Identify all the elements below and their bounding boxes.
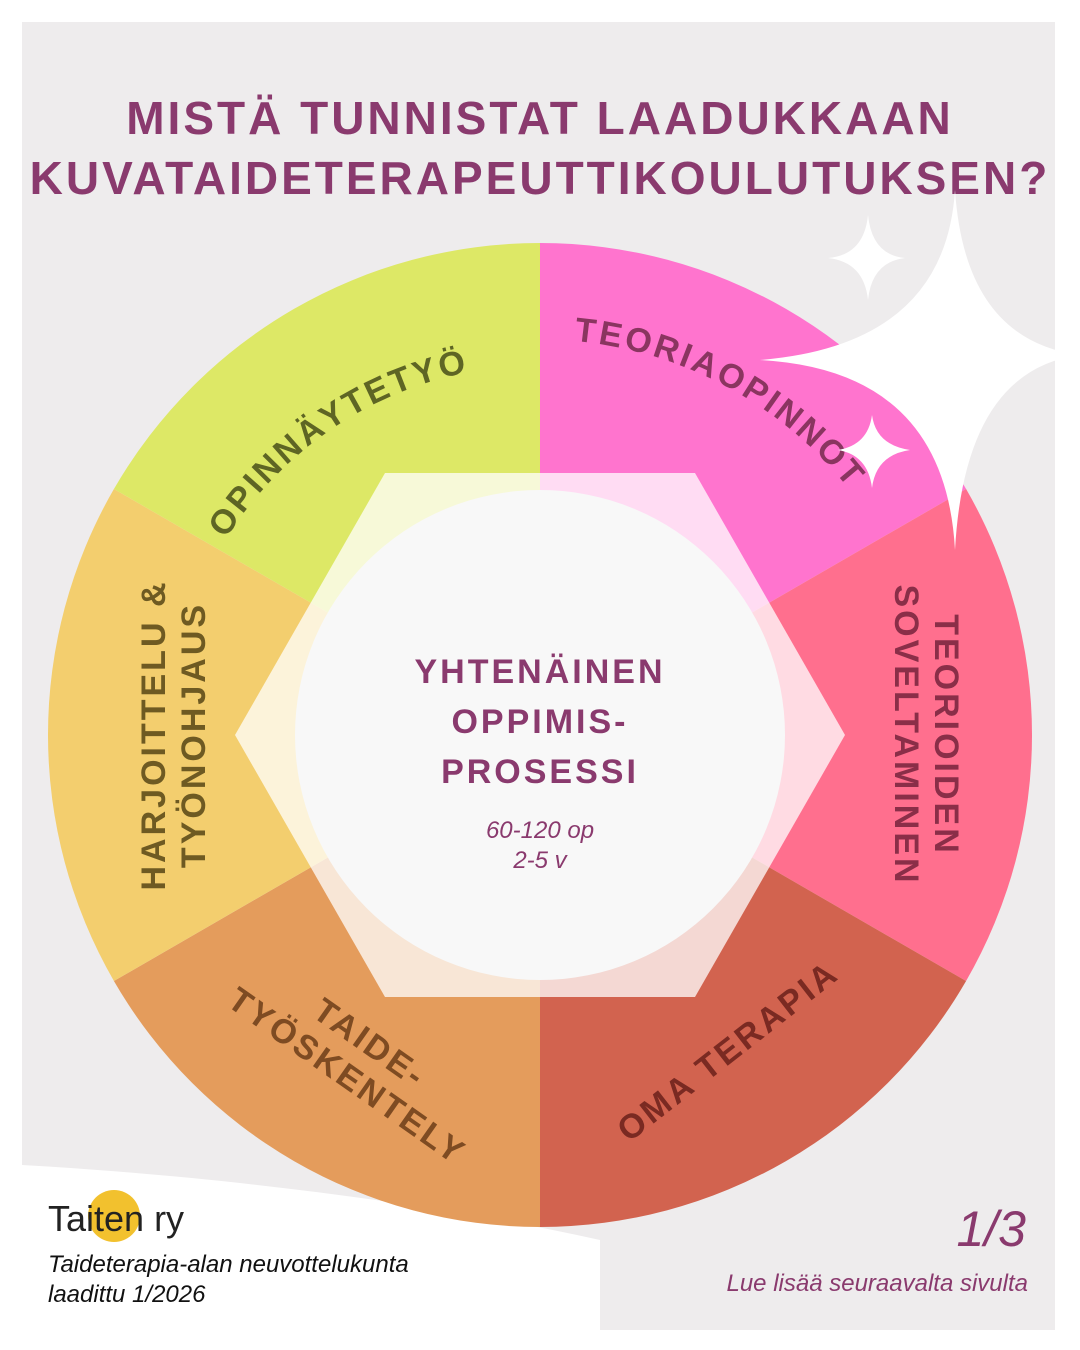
label-line: TYÖNOHJAUS — [175, 602, 213, 868]
org-name: Taideterapia-alan neuvottelukunta — [48, 1251, 409, 1278]
footer-organization: Taiten ry Taideterapia-alan neuvotteluku… — [48, 1190, 409, 1310]
sparkle-icon — [760, 190, 1080, 550]
credits-text: 60-120 op — [486, 817, 594, 844]
label-line: SOVELTAMINEN — [887, 584, 925, 885]
logo-text: Taiten ry — [48, 1198, 185, 1239]
label-line: TEORIOIDEN — [927, 614, 965, 856]
label-line: HARJOITTELU & — [135, 580, 173, 891]
segment-label-harjoittelu: HARJOITTELU & TYÖNOHJAUS — [135, 580, 213, 891]
center-title-line: OPPIMIS- — [451, 703, 628, 741]
page-title: MISTÄ TUNNISTAT LAADUKKAAN KUVATAIDETERA… — [0, 88, 1080, 208]
title-line-2: KUVATAIDETERAPEUTTIKOULUTUKSEN? — [29, 152, 1051, 204]
page-indicator: 1/3 — [956, 1201, 1026, 1257]
date-text: laadittu 1/2026 — [48, 1281, 206, 1308]
duration-text: 2-5 v — [512, 847, 568, 874]
center-title-line: YHTENÄINEN — [414, 653, 665, 691]
taiten-logo: Taiten ry — [48, 1190, 185, 1242]
paint-splash-icon — [88, 1190, 140, 1242]
segment-label-teorioiden-soveltaminen: TEORIOIDEN SOVELTAMINEN — [887, 584, 965, 885]
center-circle — [295, 490, 785, 980]
center-title-line: PROSESSI — [441, 753, 639, 791]
read-more-text: Lue lisää seuraavalta sivulta — [726, 1270, 1028, 1297]
brush-stroke — [22, 1165, 600, 1330]
title-line-1: MISTÄ TUNNISTAT LAADUKKAAN — [126, 92, 954, 144]
